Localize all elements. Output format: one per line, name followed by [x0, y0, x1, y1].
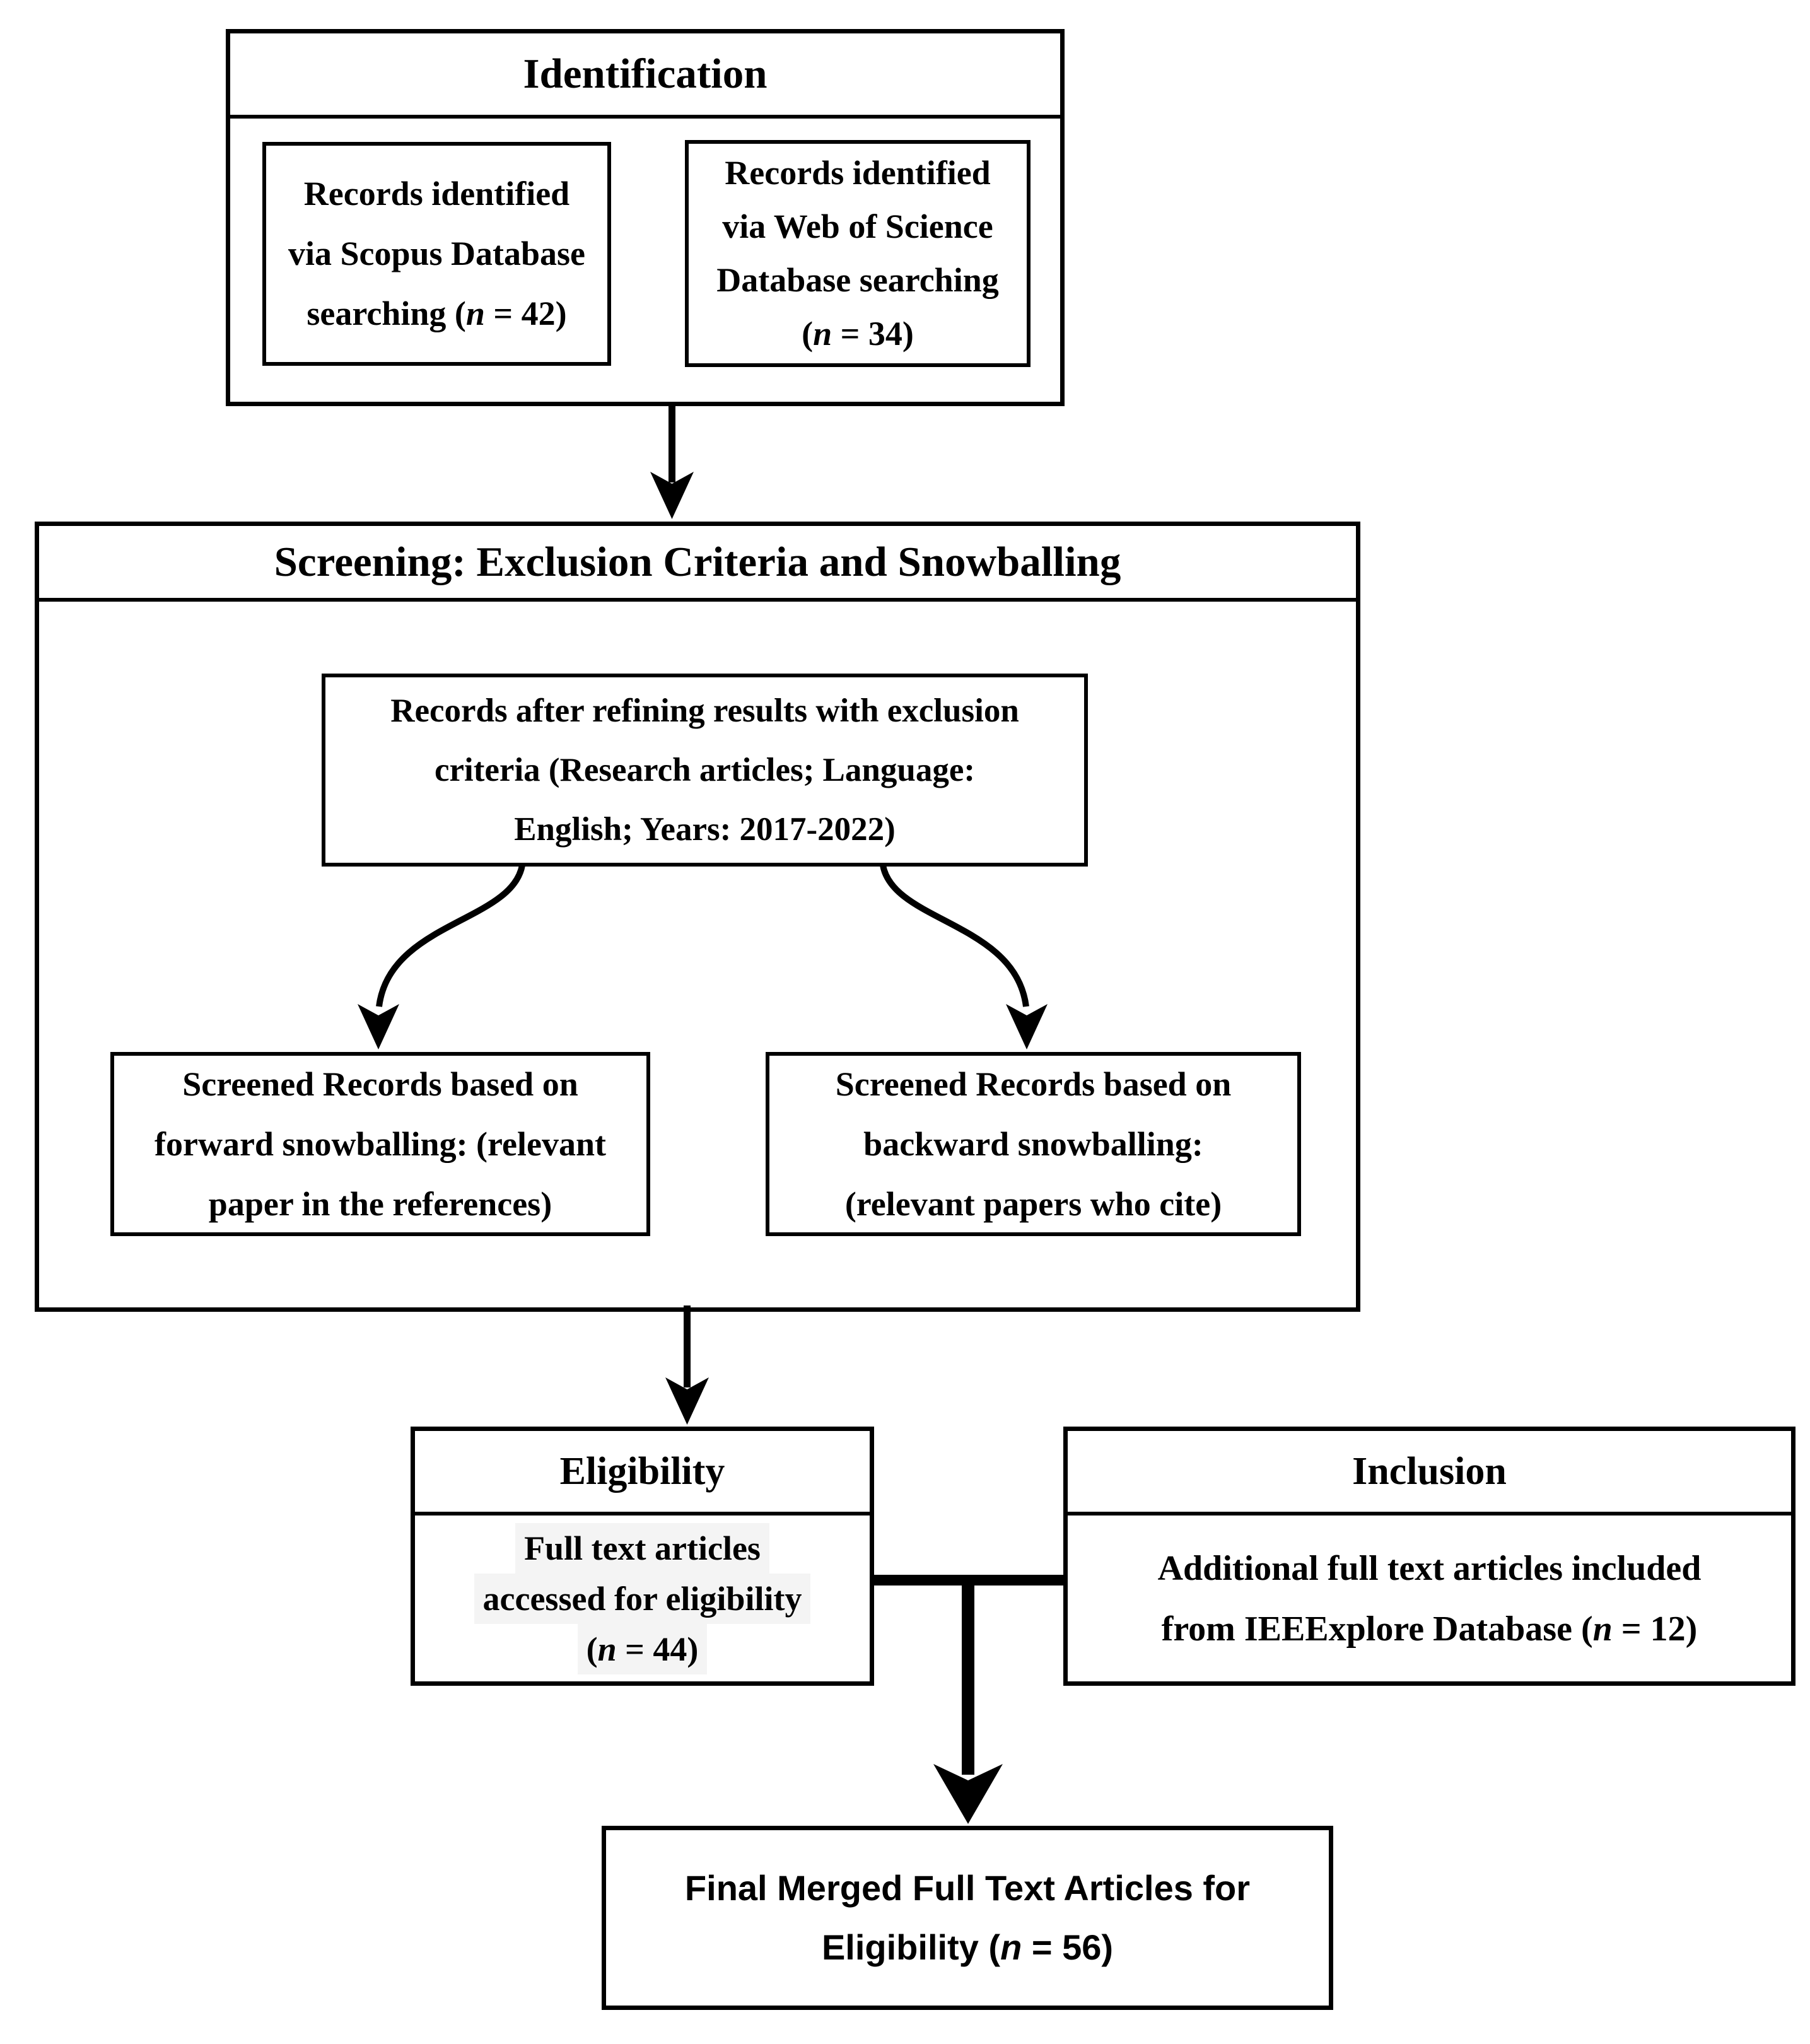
identification-title: Identification	[230, 33, 1060, 119]
inclusion-body: Additional full text articles included f…	[1068, 1515, 1791, 1681]
scopus-line: via Scopus Database	[288, 235, 586, 272]
refined-records-box: Records after refining results with excl…	[322, 674, 1088, 867]
eligibility-title: Eligibility	[415, 1431, 870, 1515]
final-merged-box: Final Merged Full Text Articles for Elig…	[602, 1826, 1333, 2010]
wos-line: Records identified	[725, 154, 991, 192]
eligibility-line: accessed for eligibility	[474, 1573, 811, 1624]
forward-line: forward snowballing: (relevant	[155, 1124, 606, 1163]
refine-line: English; Years: 2017-2022)	[514, 811, 896, 848]
refine-line: Records after refining results with excl…	[390, 692, 1019, 729]
arrow-merge-to-final	[933, 1578, 1003, 1824]
arrow-identification-to-screening	[650, 404, 694, 519]
refine-line: criteria (Research articles; Language:	[434, 752, 976, 788]
connector-eligibility-inclusion	[872, 1575, 1065, 1586]
forward-snowballing-box: Screened Records based on forward snowba…	[110, 1052, 650, 1236]
forward-line: paper in the references)	[208, 1184, 552, 1223]
wos-count-line: (n = 34)	[802, 315, 914, 353]
n-variable: n	[1000, 1927, 1022, 1967]
wos-line: Database searching	[716, 261, 999, 299]
n-variable: n	[1592, 1609, 1613, 1649]
scopus-records-box: Records identified via Scopus Database s…	[262, 142, 611, 366]
n-variable: n	[465, 295, 485, 332]
scopus-count-line: searching (n = 42)	[307, 295, 567, 332]
backward-line: (relevant papers who cite)	[844, 1184, 1222, 1223]
web-of-science-records-box: Records identified via Web of Science Da…	[685, 140, 1031, 367]
inclusion-panel: Inclusion Additional full text articles …	[1063, 1427, 1795, 1686]
eligibility-line: Full text articles	[515, 1522, 769, 1574]
n-variable: n	[597, 1630, 617, 1668]
screening-title: Screening: Exclusion Criteria and Snowba…	[39, 526, 1356, 602]
eligibility-panel: Eligibility Full text articles accessed …	[411, 1427, 874, 1686]
eligibility-count-line: (n = 44)	[577, 1623, 708, 1674]
backward-line: backward snowballing:	[863, 1124, 1203, 1163]
inclusion-title: Inclusion	[1068, 1431, 1791, 1515]
inclusion-line: Additional full text articles included	[1157, 1548, 1702, 1588]
backward-line: Screened Records based on	[835, 1065, 1232, 1103]
screening-panel: Screening: Exclusion Criteria and Snowba…	[35, 522, 1360, 1312]
forward-line: Screened Records based on	[182, 1065, 578, 1103]
scopus-line: Records identified	[303, 175, 570, 213]
final-line: Final Merged Full Text Articles for	[684, 1868, 1251, 1908]
eligibility-body: Full text articles accessed for eligibil…	[415, 1515, 870, 1681]
arrow-screening-to-eligibility	[665, 1305, 709, 1425]
n-variable: n	[813, 315, 832, 353]
final-count-line: Eligibility (n = 56)	[821, 1927, 1114, 1967]
inclusion-count-line: from IEEExplore Database (n = 12)	[1161, 1609, 1698, 1649]
wos-line: via Web of Science	[722, 207, 993, 245]
backward-snowballing-box: Screened Records based on backward snowb…	[766, 1052, 1301, 1236]
identification-panel: Identification Records identified via Sc…	[226, 29, 1065, 406]
